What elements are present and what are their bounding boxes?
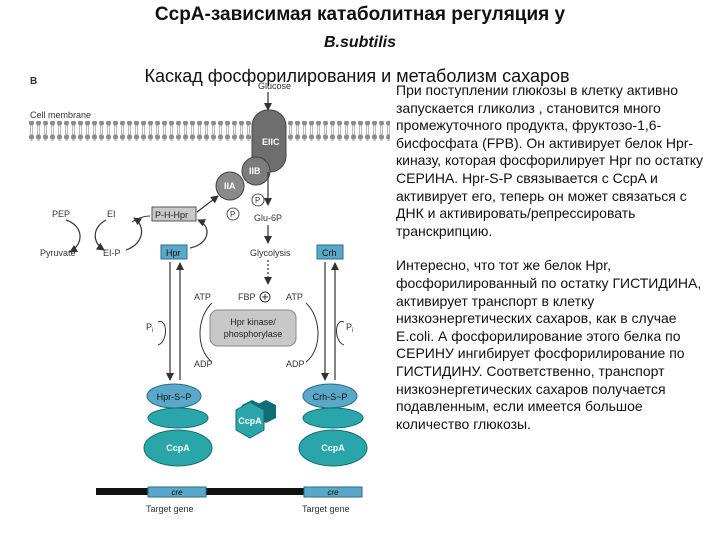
glucose-label: Glucose	[258, 81, 291, 91]
ccpa-free-label: CcpA	[238, 416, 262, 426]
phpr-box	[151, 206, 197, 222]
eiib-label: IIB	[249, 166, 261, 176]
left-pi-label: Pi	[146, 322, 153, 334]
crh-box	[316, 244, 344, 260]
right-atp-adp-curve	[305, 302, 319, 363]
left-pi-sub: i	[152, 328, 153, 334]
fbp-label: FBP	[238, 292, 256, 302]
cre-right-label: cre	[327, 488, 339, 497]
left-pi-main: P	[146, 322, 152, 332]
cell-membrane	[28, 121, 390, 141]
glu6p-label: Glu-6P	[254, 213, 282, 223]
glycolysis-label: Glycolysis	[250, 248, 291, 258]
eip-return-arrow	[125, 217, 143, 251]
hpr-label: Hpr	[166, 248, 181, 258]
description-paragraph-1: При поступлении глюкозы в клетку активно…	[396, 82, 704, 239]
ccpa-left-complex	[143, 429, 213, 467]
ei-to-phpr-link	[131, 215, 151, 223]
left-adp-label: ADP	[194, 359, 213, 369]
ccpa-free-dimer	[235, 401, 265, 439]
ccpa-right-complex	[298, 429, 368, 467]
right-atp-label: ATP	[286, 292, 303, 302]
description-paragraph-2: Интересно, что тот же белок Hpr, фосфори…	[396, 257, 702, 432]
cre-left-label: cre	[171, 488, 183, 497]
left-pi-curve	[157, 321, 166, 346]
organism-name: B.subtilis	[323, 34, 396, 51]
hpr-kinase-box	[209, 309, 297, 347]
right-pi-sub: i	[352, 328, 353, 334]
hpr-phosphorylation-arrow	[189, 219, 208, 249]
hpr-box	[160, 244, 188, 260]
hpr-sp-label: Hpr-S~P	[157, 392, 192, 402]
crh-label: Crh	[322, 248, 337, 258]
eiib-domain	[241, 156, 271, 186]
dna-strand	[96, 488, 360, 495]
right-pi-curve	[336, 321, 345, 346]
phpr-label: P-H-Hpr	[155, 210, 188, 220]
right-pi-main: P	[346, 322, 352, 332]
pyruvate-label: Pyruvate	[40, 248, 76, 258]
left-atp-label: ATP	[194, 292, 211, 302]
iia-domain	[215, 171, 245, 201]
pep-label: PEP	[52, 209, 70, 219]
page-subtitle: Каскад фосфорилирования и метаболизм сах…	[144, 66, 570, 86]
hpr-kinase-label-2: phosphorylase	[224, 329, 283, 339]
crh-sp-label: Crh-S~P	[313, 392, 348, 402]
iia-phosphate	[226, 207, 240, 221]
right-pi-label: Pi	[346, 322, 353, 334]
ei-label: EI	[107, 209, 116, 219]
ccpa-left-top	[147, 407, 209, 429]
cre-site-left	[147, 486, 207, 498]
target-gene-left-label: Target gene	[146, 504, 194, 514]
iia-label: IIA	[224, 181, 236, 191]
description-text: При поступлении глюкозы в клетку активно…	[396, 82, 718, 433]
hpr-kinase-label-1: Hpr kinase/	[230, 317, 276, 327]
cre-site-right	[303, 486, 363, 498]
eiib-p-label: P	[255, 196, 260, 205]
ccpa-left-label: CcpA	[166, 443, 190, 453]
right-adp-label: ADP	[286, 359, 305, 369]
target-gene-right-label: Target gene	[302, 504, 350, 514]
ccpa-right-label: CcpA	[321, 443, 345, 453]
eiic-label: EIIC	[262, 137, 280, 147]
pep-pyruvate-arrow	[65, 219, 81, 253]
ccpa-right-top	[302, 407, 364, 429]
left-atp-adp-curve	[199, 302, 213, 363]
phpr-to-iia-arrow	[196, 195, 219, 213]
eip-label: EI-P	[103, 248, 121, 258]
iia-p-label: P	[230, 210, 235, 219]
cell-membrane-label: Cell membrane	[30, 110, 91, 120]
page-title: CcpA-зависимая катаболитная регуляция у	[154, 4, 566, 25]
panel-letter: B	[30, 76, 37, 87]
ei-phosphorylation-arrow	[94, 219, 107, 251]
